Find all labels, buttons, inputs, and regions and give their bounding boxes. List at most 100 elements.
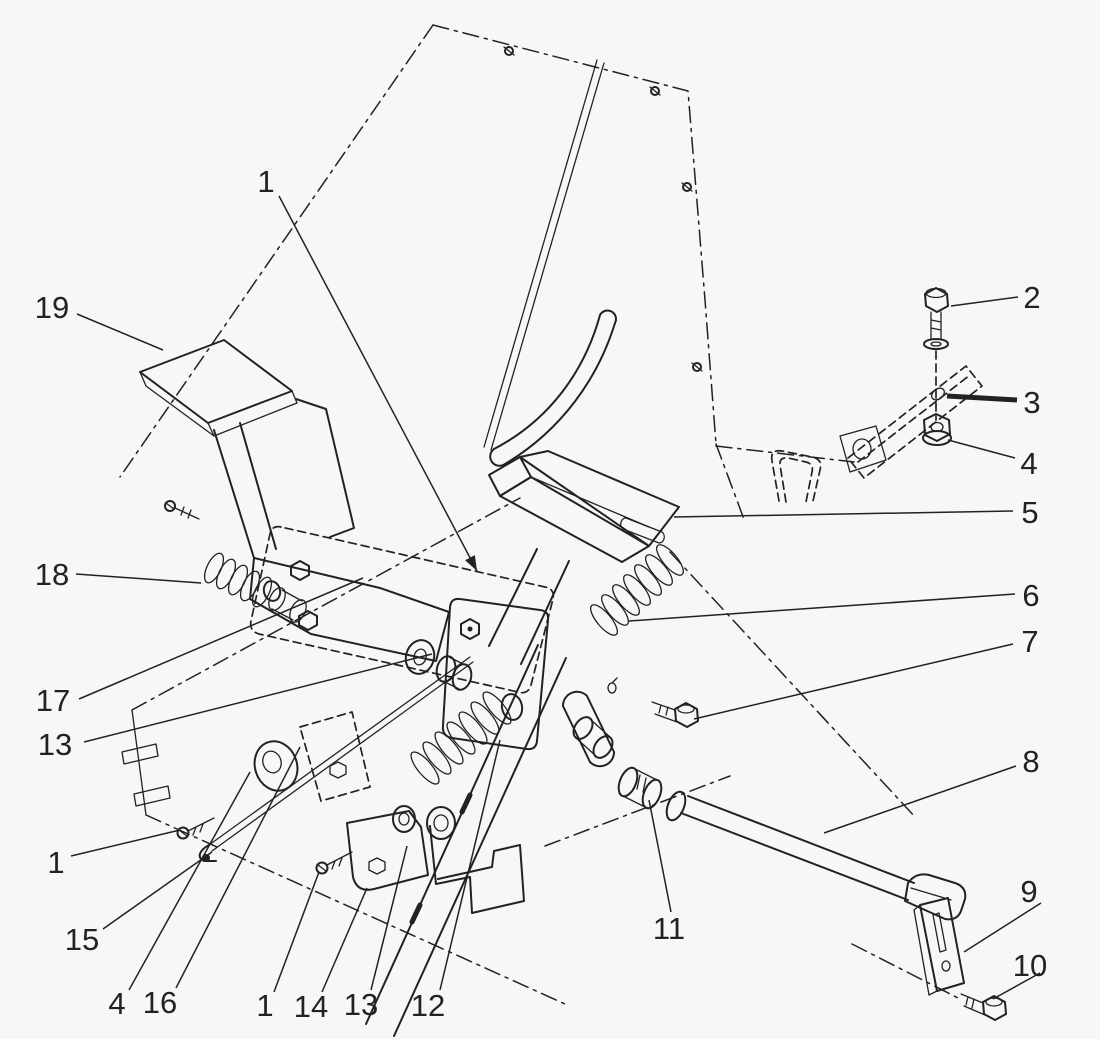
callout-label: 4 (1020, 446, 1037, 481)
bracket-screw-icon (164, 500, 200, 520)
callout-19-1: 19 (35, 290, 164, 351)
flange-nut-icon (922, 413, 952, 446)
callout-label: 1 (47, 845, 64, 880)
callout-leader (673, 510, 1014, 518)
callout-label: 4 (108, 986, 125, 1021)
callout-leader (75, 573, 202, 584)
callout-11-13: 11 (648, 799, 685, 946)
callout-label: 18 (35, 557, 69, 592)
callout-1-9: 1 (256, 871, 320, 1023)
callout-1-5: 1 (47, 829, 181, 880)
hex-bolt-10-icon (960, 993, 1007, 1021)
callout-label: 2 (1023, 280, 1040, 315)
callout-6-18: 6 (628, 578, 1040, 622)
pivot-disc-and-plate (253, 711, 371, 802)
callout-17-3: 17 (36, 577, 364, 718)
release-rod (198, 656, 474, 862)
callout-leader (273, 871, 320, 993)
carriage-bolt-icon (923, 287, 949, 421)
callout-leader (947, 439, 1016, 459)
callout-8-20: 8 (823, 744, 1040, 834)
callout-3-15: 3 (946, 385, 1041, 420)
callout-leader (648, 799, 672, 913)
callout-18-2: 18 (35, 557, 202, 592)
callout-label: 14 (294, 989, 328, 1024)
console-shroud-outline (119, 24, 746, 523)
callout-arrowhead (465, 555, 477, 571)
pedal-spring-upper (590, 544, 684, 636)
callout-leader (946, 393, 1018, 403)
callout-7-19: 7 (693, 624, 1039, 720)
callout-leader (823, 765, 1017, 834)
callout-14-10: 14 (294, 887, 368, 1024)
callout-13-4: 13 (38, 653, 433, 762)
callout-label: 10 (1013, 948, 1047, 983)
floor-screw-left-icon (176, 817, 215, 840)
floor-screw-bottom-icon (315, 851, 353, 875)
callout-leader (175, 746, 301, 989)
callout-13-11: 13 (344, 845, 408, 1022)
callout-label: 19 (35, 290, 69, 325)
callout-2-14: 2 (950, 280, 1041, 315)
panel-screw-icon (503, 46, 703, 372)
control-lever (489, 309, 617, 467)
callout-label: 8 (1022, 744, 1039, 779)
callout-label: 11 (653, 911, 685, 946)
callout-layer: 1 19 18 17 13 1 15 4 16 1 14 13 12 11 2 3 4 5 67 8 9 10 (35, 164, 1047, 1024)
callout-leader (128, 771, 251, 991)
callout-4-16: 4 (947, 439, 1038, 481)
pedal-spring-lower (410, 691, 512, 785)
callout-leader (102, 851, 213, 930)
callout-16-8: 16 (143, 746, 301, 1020)
callout-15-6: 15 (65, 851, 213, 957)
callout-leader (628, 593, 1016, 622)
callout-label: 13 (344, 987, 378, 1022)
callout-10-22: 10 (992, 948, 1047, 1000)
callout-label: 7 (1021, 624, 1038, 659)
callout-leader (992, 972, 1041, 1000)
callout-label: 16 (143, 985, 177, 1020)
floor-bracket (346, 810, 525, 914)
clevis-pin (572, 716, 614, 759)
support-strap-phantom (839, 365, 983, 479)
callout-leader (950, 296, 1019, 307)
bracket-bolt-icon (290, 560, 318, 631)
pedal-arm-and-pivot-plate (441, 548, 618, 751)
callout-leader (963, 902, 1042, 953)
callout-label: 13 (38, 727, 72, 762)
callout-leader (693, 643, 1014, 720)
pedal-pad (488, 450, 680, 563)
callout-label: 1 (257, 164, 274, 199)
callout-9-21: 9 (963, 874, 1042, 953)
left-bracket-assembly (139, 339, 450, 662)
callout-leader (83, 653, 433, 743)
adjuster-coupler (544, 766, 731, 847)
lower-bushing-washer (392, 805, 456, 840)
callout-label: 12 (411, 988, 445, 1023)
floor-pan (121, 445, 917, 1005)
callout-label: 15 (65, 922, 99, 957)
callout-leader (70, 829, 181, 857)
callout-leader (278, 195, 478, 572)
pivot-bushing (404, 639, 473, 691)
bracket-top-plate (139, 339, 298, 437)
pedal-lower-arm (365, 644, 616, 1037)
callout-1-0: 1 (257, 164, 478, 572)
callout-leader (439, 739, 501, 991)
callout-label: 5 (1021, 495, 1038, 530)
control-shaft (680, 795, 967, 921)
compression-spring-left (203, 552, 307, 623)
callout-label: 9 (1020, 874, 1037, 909)
callout-leader (370, 845, 408, 991)
callout-label: 1 (256, 988, 273, 1023)
callout-leader (76, 313, 164, 351)
callout-4-7: 4 (108, 771, 251, 1021)
callout-12-12: 12 (411, 739, 501, 1023)
callout-5-17: 5 (673, 495, 1039, 530)
callout-leader (78, 577, 364, 700)
callout-label: 17 (36, 683, 70, 718)
stop-plate (851, 897, 965, 999)
callout-label: 3 (1023, 385, 1040, 420)
hex-bolt-7-icon (651, 701, 699, 728)
